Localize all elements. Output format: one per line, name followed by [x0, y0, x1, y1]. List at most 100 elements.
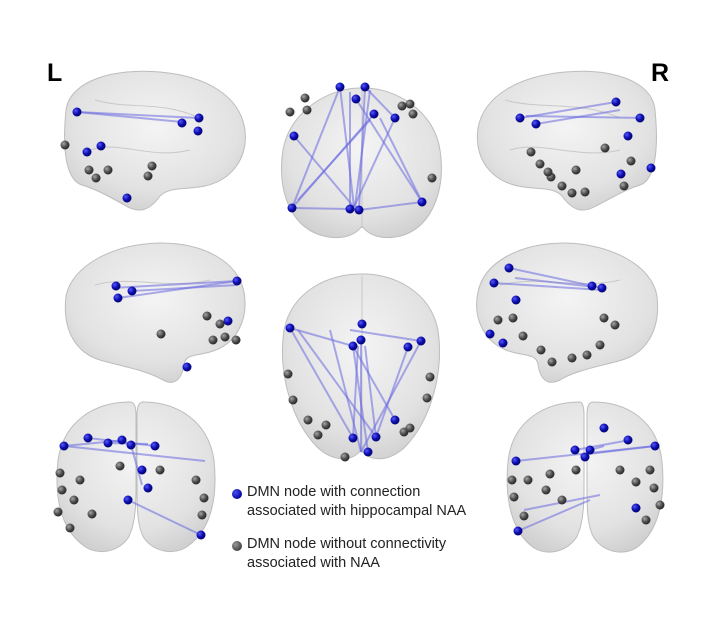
- node-blue: [417, 197, 427, 207]
- node-gray: [340, 452, 350, 462]
- node-blue: [103, 438, 113, 448]
- node-gray: [302, 105, 312, 115]
- node-gray: [57, 485, 67, 495]
- node-gray: [283, 369, 293, 379]
- node-blue: [511, 295, 521, 305]
- node-gray: [220, 332, 230, 342]
- node-gray: [557, 181, 567, 191]
- node-blue: [390, 415, 400, 425]
- node-gray: [87, 509, 97, 519]
- node-gray: [397, 101, 407, 111]
- dmn-nodes-with-connection: [59, 82, 660, 540]
- node-gray: [91, 173, 101, 183]
- node-blue: [646, 163, 656, 173]
- gray-node-swatch: [232, 541, 242, 551]
- node-blue: [623, 435, 633, 445]
- node-blue: [193, 126, 203, 136]
- node-gray: [53, 507, 63, 517]
- node-gray: [143, 171, 153, 181]
- node-blue: [357, 319, 367, 329]
- node-blue: [513, 526, 523, 536]
- node-blue: [356, 335, 366, 345]
- brain-shapes: [56, 70, 664, 553]
- node-blue: [126, 440, 136, 450]
- node-gray: [285, 107, 295, 117]
- node-gray: [103, 165, 113, 175]
- node-blue: [597, 283, 607, 293]
- node-gray: [519, 511, 529, 521]
- node-blue: [194, 113, 204, 123]
- node-blue: [485, 329, 495, 339]
- node-blue: [150, 441, 160, 451]
- node-blue: [287, 203, 297, 213]
- node-blue: [122, 193, 132, 203]
- node-blue: [416, 336, 426, 346]
- node-blue: [348, 341, 358, 351]
- node-gray: [507, 475, 517, 485]
- node-gray: [427, 173, 437, 183]
- legend-blue-line2: associated with hippocampal NAA: [247, 503, 467, 519]
- node-blue: [182, 362, 192, 372]
- node-gray: [543, 167, 553, 177]
- node-blue: [531, 119, 541, 129]
- node-blue: [403, 342, 413, 352]
- node-blue: [117, 435, 127, 445]
- node-blue: [111, 281, 121, 291]
- node-blue: [351, 94, 361, 104]
- node-blue: [285, 323, 295, 333]
- node-gray: [288, 395, 298, 405]
- brain-right-medial: [476, 242, 659, 383]
- node-gray: [422, 393, 432, 403]
- node-gray: [518, 331, 528, 341]
- node-gray: [615, 465, 625, 475]
- node-gray: [60, 140, 70, 150]
- node-blue: [587, 281, 597, 291]
- node-gray: [547, 357, 557, 367]
- node-blue: [599, 423, 609, 433]
- node-gray: [541, 485, 551, 495]
- node-blue: [611, 97, 621, 107]
- node-gray: [545, 469, 555, 479]
- node-blue: [177, 118, 187, 128]
- node-gray: [408, 109, 418, 119]
- node-blue: [143, 483, 153, 493]
- node-blue: [585, 445, 595, 455]
- node-blue: [348, 433, 358, 443]
- node-gray: [610, 320, 620, 330]
- node-gray: [571, 165, 581, 175]
- dmn-nodes-without-connection: [53, 93, 665, 533]
- node-gray: [536, 345, 546, 355]
- left-hemisphere-label: L: [47, 59, 63, 87]
- node-gray: [535, 159, 545, 169]
- brain-right-lateral-top: [476, 70, 657, 211]
- node-gray: [425, 372, 435, 382]
- node-blue: [345, 204, 355, 214]
- node-gray: [582, 350, 592, 360]
- node-gray: [208, 335, 218, 345]
- node-blue: [137, 465, 147, 475]
- node-gray: [567, 188, 577, 198]
- node-gray: [649, 483, 659, 493]
- node-gray: [645, 465, 655, 475]
- node-gray: [523, 475, 533, 485]
- node-blue: [635, 113, 645, 123]
- legend-gray-line1: DMN node without connectivity: [247, 536, 447, 552]
- node-blue: [335, 82, 345, 92]
- legend-item-connected: DMN node with connection associated with…: [230, 483, 530, 523]
- node-blue: [113, 293, 123, 303]
- node-gray: [641, 515, 651, 525]
- node-blue: [515, 113, 525, 123]
- node-gray: [313, 430, 323, 440]
- brain-left-medial: [64, 242, 246, 383]
- legend-text-unconnected: DMN node without connectivity associated…: [247, 535, 446, 573]
- node-gray: [115, 461, 125, 471]
- node-gray: [599, 313, 609, 323]
- node-gray: [493, 315, 503, 325]
- node-blue: [223, 316, 233, 326]
- node-blue: [580, 452, 590, 462]
- node-gray: [65, 523, 75, 533]
- legend-text-connected: DMN node with connection associated with…: [247, 483, 466, 521]
- node-blue: [631, 503, 641, 513]
- node-blue: [289, 131, 299, 141]
- node-gray: [508, 313, 518, 323]
